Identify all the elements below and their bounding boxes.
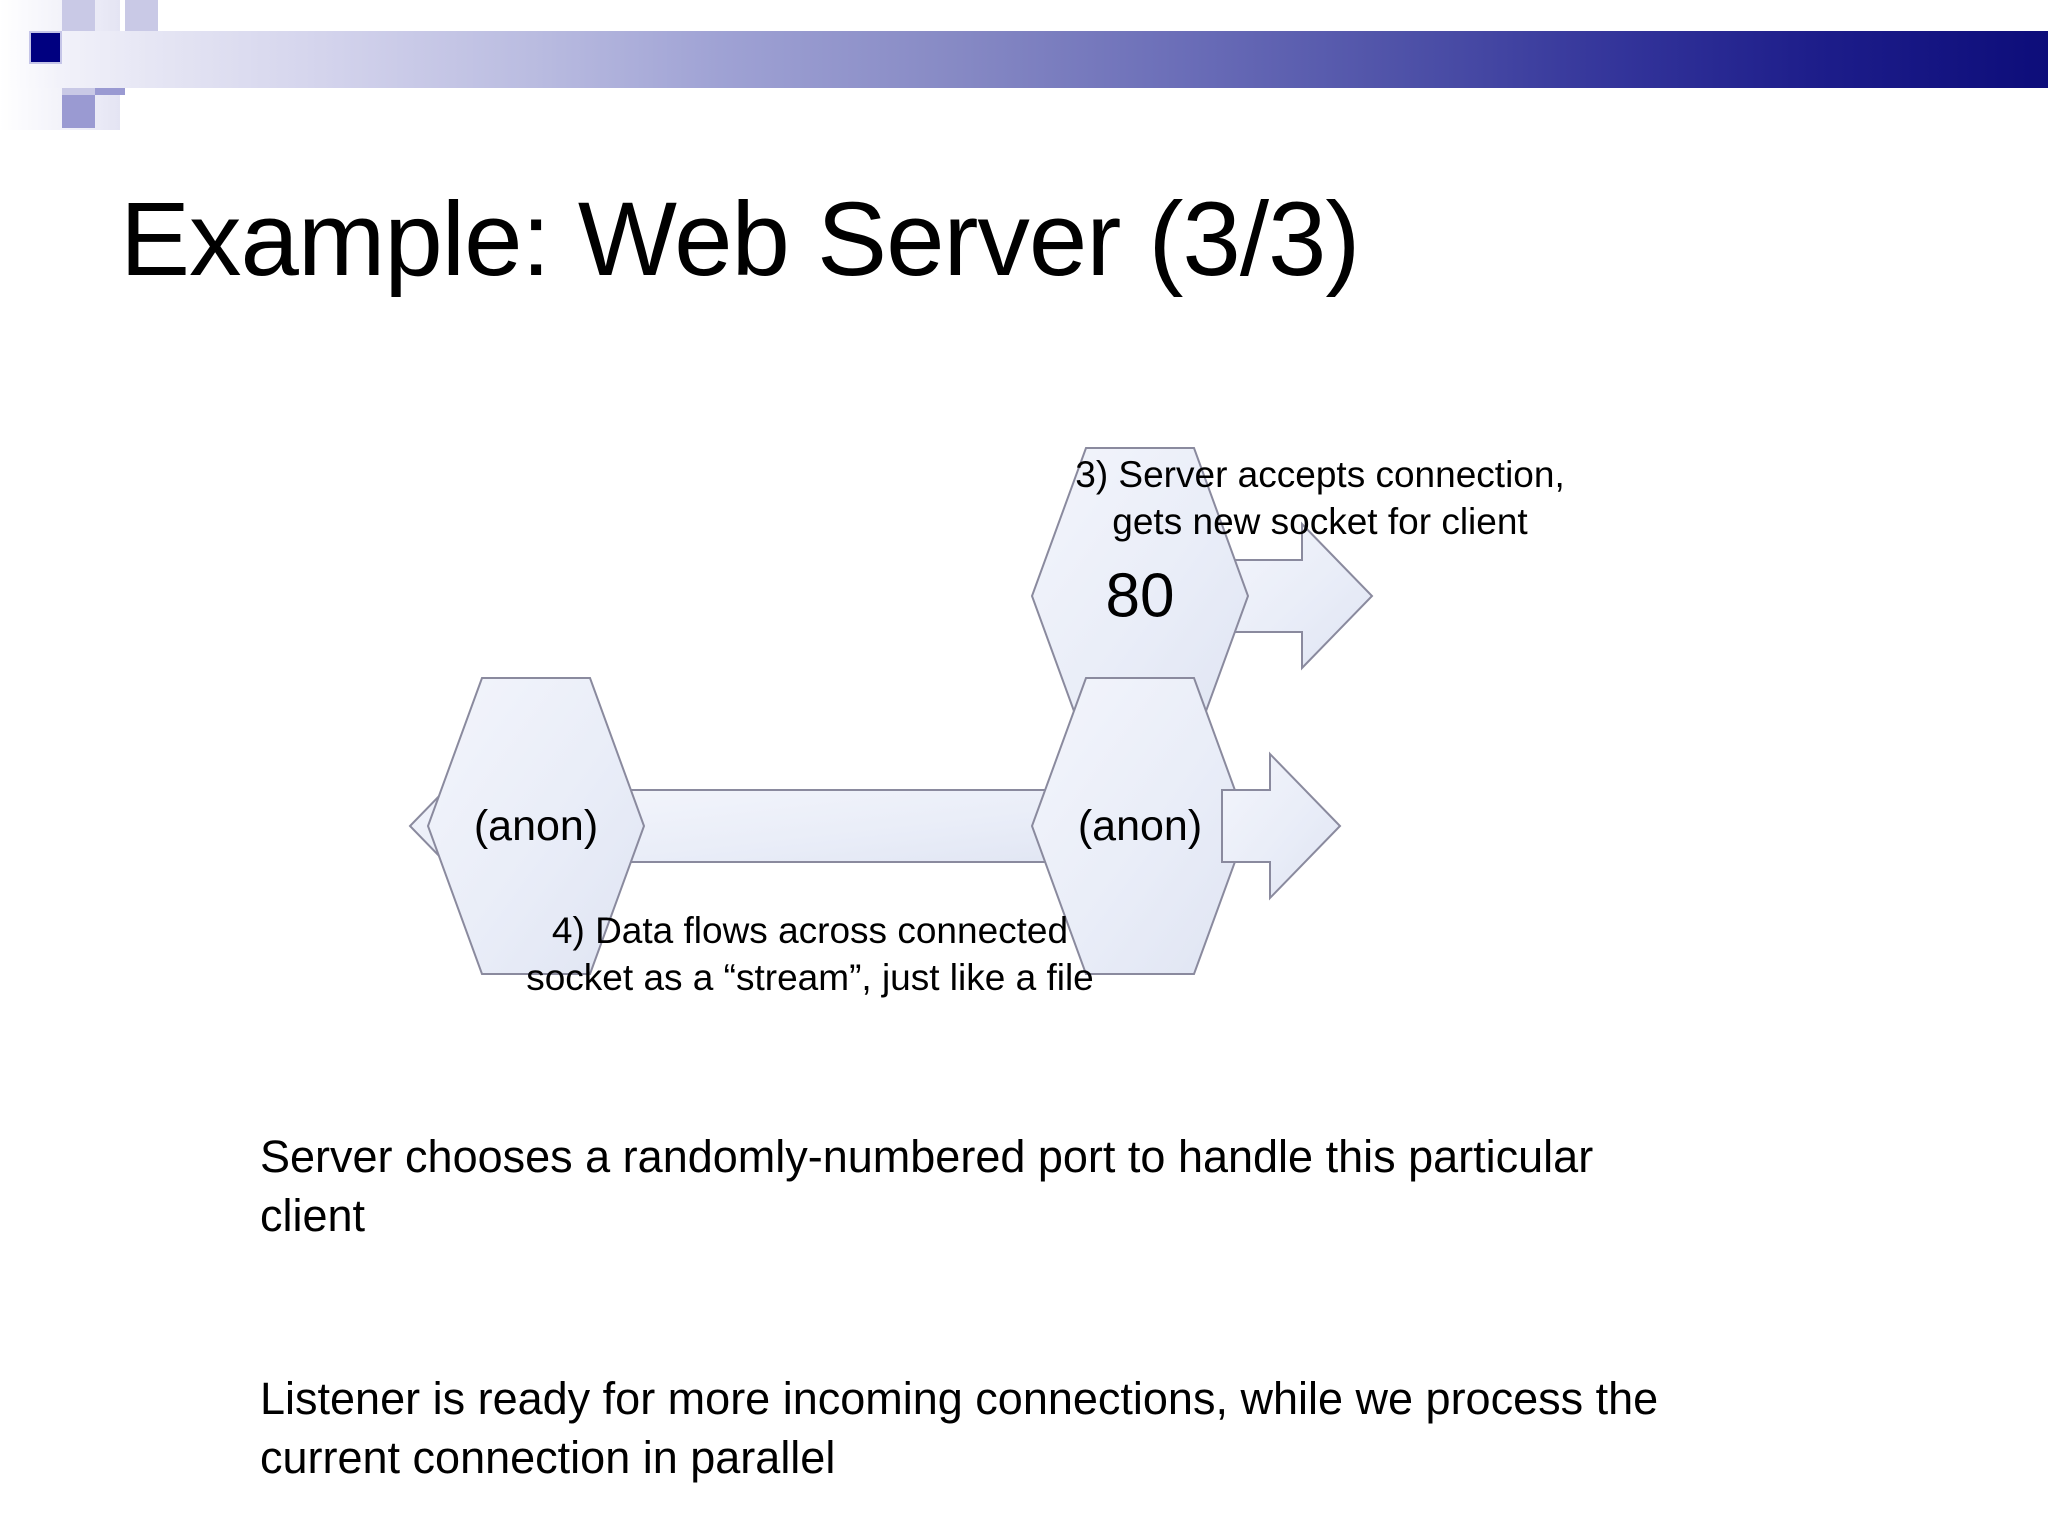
decor-square-lavender-1	[62, 0, 95, 31]
socket-diagram: 80 (anon) (anon)	[0, 430, 2048, 1030]
client-socket-hexagon	[426, 677, 646, 975]
server-socket-hexagon	[1030, 677, 1250, 975]
server-outgoing-arrow	[1221, 751, 1342, 901]
server-socket-label: (anon)	[1078, 802, 1202, 850]
stream-annotation: 4) Data flows across connected socket as…	[526, 910, 1094, 998]
page-title: Example: Web Server (3/3)	[120, 181, 1360, 298]
decor-square-lavender-2	[125, 0, 158, 31]
decor-square-periwinkle-3	[62, 95, 95, 128]
decor-square-navy	[29, 31, 62, 64]
body-paragraph-2: Listener is ready for more incoming conn…	[260, 1373, 1659, 1483]
listener-port-label: 80	[1106, 562, 1175, 631]
accept-annotation: 3) Server accepts connection, gets new s…	[1075, 454, 1565, 542]
body-paragraph-1: Server chooses a randomly-numbered port …	[260, 1131, 1594, 1241]
banner-gradient-bar	[0, 31, 2048, 88]
socket-diagram-svg: 80 (anon) (anon)	[408, 447, 1374, 975]
slide-header-banner	[0, 0, 2048, 130]
client-socket-label: (anon)	[474, 802, 598, 850]
